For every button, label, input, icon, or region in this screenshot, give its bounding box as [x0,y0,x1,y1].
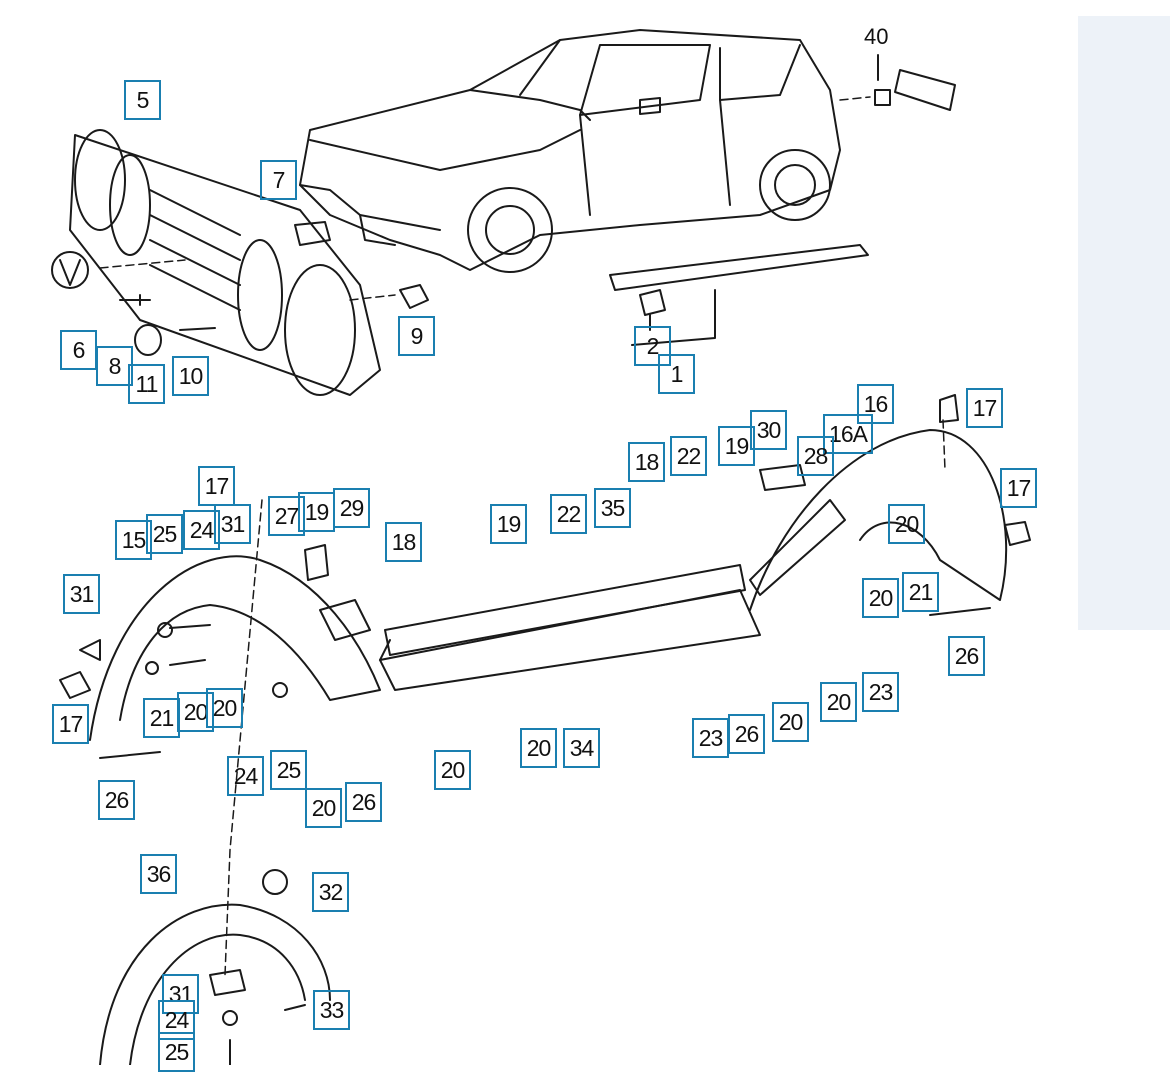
callout-part-26[interactable]: 26 [948,636,985,676]
callout-part-31[interactable]: 31 [63,574,100,614]
car-body-drawing [299,29,841,273]
callout-part-23[interactable]: 23 [692,718,729,758]
callout-part-11[interactable]: 11 [128,364,165,404]
callout-part-21[interactable]: 21 [902,572,939,612]
callout-part-26[interactable]: 26 [728,714,765,754]
callout-part-36[interactable]: 36 [140,854,177,894]
callout-part-8[interactable]: 8 [96,346,133,386]
callout-part-17[interactable]: 17 [966,388,1003,428]
callout-part-24[interactable]: 24 [227,756,264,796]
assembly-lines [99,96,946,976]
callout-part-20[interactable]: 20 [520,728,557,768]
callout-part-19[interactable]: 19 [298,492,335,532]
callout-part-20[interactable]: 20 [434,750,471,790]
callout-part-7[interactable]: 7 [260,160,297,200]
callout-part-24[interactable]: 24 [183,510,220,550]
callout-part-5[interactable]: 5 [124,80,161,120]
callout-part-18[interactable]: 18 [628,442,665,482]
callout-part-25[interactable]: 25 [270,750,307,790]
callout-part-21[interactable]: 21 [143,698,180,738]
callout-part-17[interactable]: 17 [1000,468,1037,508]
callout-part-31[interactable]: 31 [162,974,199,1014]
callout-part-19[interactable]: 19 [490,504,527,544]
callout-part-26[interactable]: 26 [345,782,382,822]
callout-part-20[interactable]: 20 [177,692,214,732]
callout-part-6[interactable]: 6 [60,330,97,370]
sill-trim-drawing [609,244,869,346]
callout-part-27[interactable]: 27 [268,496,305,536]
callout-part-20[interactable]: 20 [305,788,342,828]
callout-part-20[interactable]: 20 [772,702,809,742]
callout-part-16a[interactable]: 16A [823,414,873,454]
wheel-arch-rear-drawing [59,544,381,759]
side-skirt-drawing [379,564,761,691]
callout-part-22[interactable]: 22 [550,494,587,534]
callout-part-20[interactable]: 20 [862,578,899,618]
callout-part-26[interactable]: 26 [98,780,135,820]
callout-part-10[interactable]: 10 [172,356,209,396]
callout-part-20[interactable]: 20 [820,682,857,722]
callout-part-2[interactable]: 2 [634,326,671,366]
callout-part-9[interactable]: 9 [398,316,435,356]
part-40-drawing [874,54,956,111]
callout-part-19[interactable]: 19 [718,426,755,466]
grille-drawing [51,129,429,396]
callout-part-25[interactable]: 25 [146,514,183,554]
callout-part-22[interactable]: 22 [670,436,707,476]
callout-part-29[interactable]: 29 [333,488,370,528]
callout-part-28[interactable]: 28 [797,436,834,476]
callout-part-24[interactable]: 24 [158,1000,195,1040]
callout-part-31[interactable]: 31 [214,504,251,544]
callout-part-1[interactable]: 1 [658,354,695,394]
callout-part-16[interactable]: 16 [857,384,894,424]
callout-part-17[interactable]: 17 [52,704,89,744]
callout-part-34[interactable]: 34 [563,728,600,768]
callout-part-20[interactable]: 20 [206,688,243,728]
callout-part-17[interactable]: 17 [198,466,235,506]
side-panel [1078,16,1170,630]
callout-part-25[interactable]: 25 [158,1032,195,1072]
callout-part-18[interactable]: 18 [385,522,422,562]
wheel-arch-front-drawing [749,394,1031,616]
callout-part-33[interactable]: 33 [313,990,350,1030]
callout-part-35[interactable]: 35 [594,488,631,528]
inner-fender-drawing [99,869,331,1065]
callout-part-32[interactable]: 32 [312,872,349,912]
callout-part-23[interactable]: 23 [862,672,899,712]
callout-part-20[interactable]: 20 [888,504,925,544]
label-40: 40 [864,24,889,49]
callout-part-30[interactable]: 30 [750,410,787,450]
callout-part-15[interactable]: 15 [115,520,152,560]
